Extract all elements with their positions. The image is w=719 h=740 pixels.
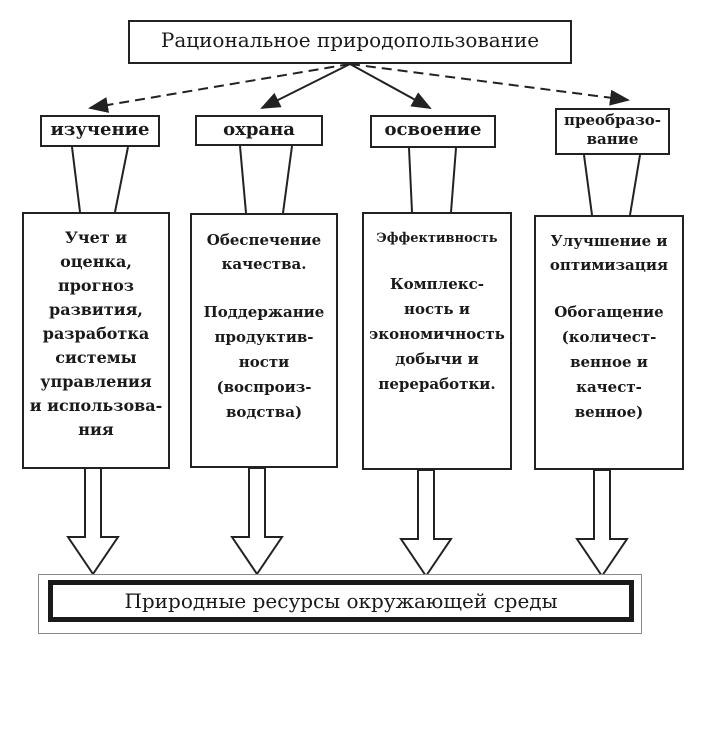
block-arrow-4	[575, 469, 629, 578]
body-col3	[362, 212, 512, 470]
funnel-2	[239, 145, 293, 214]
head-preobrazovanie	[555, 108, 670, 155]
head-okhrana-text: охрана	[223, 119, 295, 140]
body-col4-bottom-text: Обогащение (количест- венное и качест- в…	[554, 303, 664, 421]
body-col3-top-text: Эффективность	[376, 231, 498, 246]
bottom-text: Природные ресурсы окружающей среды	[124, 589, 558, 613]
block-arrow-3	[399, 469, 453, 578]
body-col4	[534, 215, 684, 470]
head-osvoenie-text: освоение	[384, 119, 482, 140]
block-arrow-1	[66, 467, 120, 576]
title-text: Рациональное природопользование	[160, 28, 540, 52]
body-col1-text: Учет и оценка, прогноз развития, разрабо…	[29, 228, 163, 439]
funnel-3	[408, 147, 457, 213]
title-box	[128, 20, 572, 64]
body-col2	[190, 213, 338, 468]
body-col2-top-text: Обеспечение качества.	[206, 231, 322, 273]
head-okhrana	[195, 115, 323, 146]
head-izuchenie	[40, 115, 160, 147]
body-col3-bottom-text: Комплекс- ность и экономичность добычи и…	[369, 275, 505, 393]
head-osvoenie	[370, 115, 496, 148]
body-col1	[22, 212, 170, 469]
arrow-to-osvoenie	[349, 63, 432, 109]
funnel-1	[71, 146, 129, 213]
arrow-to-okhrana	[260, 63, 351, 109]
funnel-4	[583, 154, 641, 216]
dashed-arrow-to-izuchenie	[88, 63, 351, 113]
block-arrow-2	[230, 467, 284, 576]
body-col2-bottom-text: Поддержание продуктив- ности (воспроиз- …	[203, 303, 325, 421]
head-izuchenie-text: изучение	[50, 119, 150, 140]
dashed-arrow-to-preobrazovanie	[349, 63, 630, 106]
bottom-box	[48, 580, 634, 622]
body-col4-top-text: Улучшение и оптимизация	[549, 232, 669, 274]
head-preobrazovanie-text: преобразо- вание	[563, 111, 662, 148]
